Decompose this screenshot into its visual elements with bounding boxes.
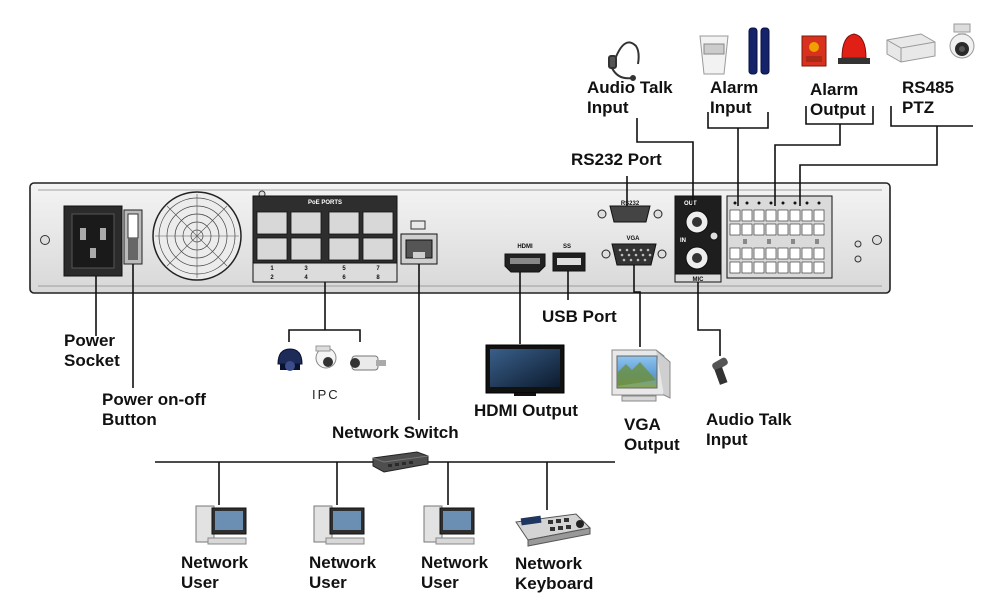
- label-line: Alarm: [810, 80, 859, 99]
- vga-monitor-icon: [611, 349, 671, 402]
- label-line: Power on-off: [102, 390, 206, 409]
- vga-port-label: VGA: [626, 236, 640, 242]
- vga-port-icon: VGA: [601, 236, 667, 266]
- rs232-port-label-text: RS232 Port: [571, 150, 662, 169]
- label-line: Keyboard: [515, 574, 594, 593]
- power-button-label: Power on-off Button: [102, 390, 206, 430]
- motion-sensor-icon: [699, 35, 729, 75]
- port-number: 7: [376, 266, 380, 272]
- hdmi-port-label: HDMI: [517, 244, 533, 250]
- port-number: 5: [342, 266, 346, 272]
- network-switch-icon: [372, 451, 429, 473]
- label-line: Output: [624, 435, 680, 454]
- connector-lines: [95, 106, 973, 510]
- label-line: Network: [309, 553, 377, 572]
- network-keyboard-label: Network Keyboard: [515, 554, 593, 594]
- label-line: Input: [706, 430, 748, 449]
- port-number: 4: [304, 275, 308, 281]
- hdmi-output-label: HDMI Output: [474, 401, 578, 420]
- label-line: Network: [515, 554, 583, 573]
- network-user-label: Network User: [181, 553, 248, 593]
- usb-port-icon: SS: [552, 244, 586, 272]
- network-user-pc-icon: [313, 505, 365, 545]
- network-user-label: Network User: [309, 553, 376, 593]
- network-switch-label: Network Switch: [332, 423, 459, 442]
- port-number: 2: [270, 275, 274, 281]
- label-line: Socket: [64, 351, 120, 370]
- poe-port-numbers-top: 1 3 5 7: [270, 266, 380, 272]
- audio-out-label: OUT: [684, 201, 697, 207]
- label-line: Network: [421, 553, 489, 572]
- audio-block: OUT IN MIC: [674, 195, 722, 283]
- beam-sensor-icon: [748, 27, 770, 75]
- alarm-input-label: Alarm Input: [710, 78, 758, 118]
- label-line: RS485: [902, 78, 954, 97]
- label-line: Audio Talk: [706, 410, 792, 429]
- ptz-decoder-icon: [886, 33, 936, 63]
- ipc-camera-icon: [277, 348, 303, 371]
- label-line: Audio Talk: [587, 78, 673, 97]
- label-line: User: [309, 573, 347, 592]
- alarm-terminal-block: [726, 195, 833, 279]
- rs485-ptz-label: RS485 PTZ: [902, 78, 954, 118]
- usb-port-label: SS: [563, 244, 571, 250]
- mic-label: MIC: [693, 277, 705, 283]
- headset-icon: [608, 41, 640, 81]
- poe-port-numbers-bottom: 2 4 6 8: [270, 275, 380, 281]
- audio-in-label: IN: [680, 238, 686, 244]
- port-number: 3: [304, 266, 308, 272]
- ptz-camera-icon: [949, 23, 975, 59]
- poe-ports-block: PoE PORTS 1 3 5 7 2 4 6 8: [252, 195, 398, 283]
- ipc-camera-icon: [315, 345, 337, 369]
- label-line: PTZ: [902, 98, 935, 117]
- rs232-port-label: RS232: [621, 201, 640, 207]
- network-user-pc-icon: [195, 505, 247, 545]
- label-line: Input: [710, 98, 752, 117]
- label-line: Button: [102, 410, 157, 429]
- hdmi-monitor-icon: [485, 344, 565, 396]
- label-line: User: [421, 573, 459, 592]
- audio-talk-input-top-label: Audio Talk Input: [587, 78, 673, 118]
- poe-ports-label: PoE PORTS: [308, 200, 342, 206]
- hdmi-port-icon: HDMI: [504, 244, 546, 273]
- lan-port-icon: [400, 220, 438, 265]
- label-line: VGA: [624, 415, 661, 434]
- label-line: User: [181, 573, 219, 592]
- ipc-label: IPC: [312, 387, 340, 402]
- network-user-label: Network User: [421, 553, 488, 593]
- rs232-port-icon: RS232: [597, 201, 663, 223]
- power-socket-label: Power Socket: [64, 331, 120, 371]
- label-line: Alarm: [710, 78, 759, 97]
- port-number: 1: [270, 266, 274, 272]
- network-keyboard-icon: [515, 513, 592, 547]
- label-line: Input: [587, 98, 629, 117]
- fan-icon: [152, 191, 242, 281]
- audio-talk-input-bottom-label: Audio Talk Input: [706, 410, 792, 450]
- siren-icon: [801, 35, 827, 67]
- label-line: Network: [181, 553, 249, 572]
- vga-output-label: VGA Output: [624, 415, 680, 455]
- label-line: Power: [64, 331, 116, 350]
- power-socket-icon: [63, 205, 123, 277]
- microphone-icon: [712, 357, 728, 385]
- port-number: 6: [342, 275, 346, 281]
- network-user-pc-icon: [423, 505, 475, 545]
- ipc-camera-icon: [350, 355, 386, 371]
- alarm-output-label: Alarm Output: [810, 80, 866, 120]
- port-number: 8: [376, 275, 380, 281]
- power-switch-icon: [123, 209, 143, 265]
- label-line: Output: [810, 100, 866, 119]
- usb-port-label-text: USB Port: [542, 307, 617, 326]
- alarm-beacon-icon: [838, 33, 870, 64]
